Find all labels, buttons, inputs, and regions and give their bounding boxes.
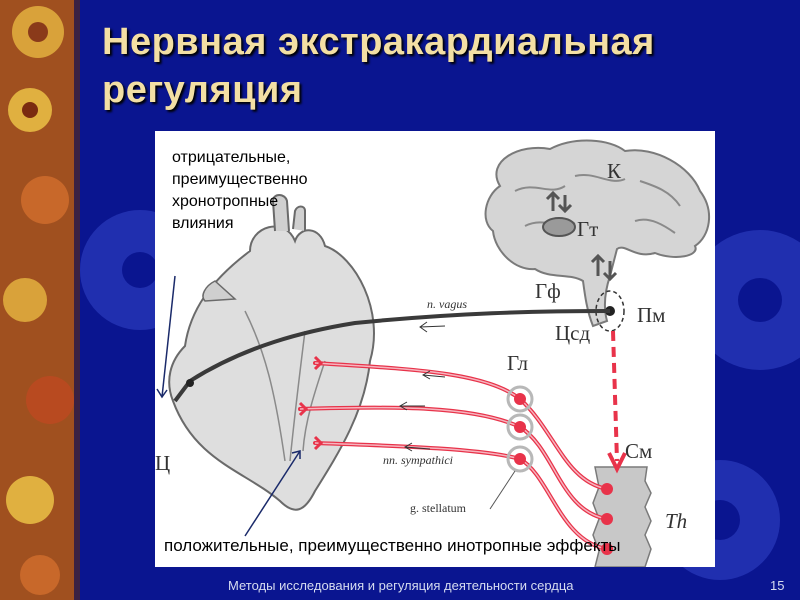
label-sympathetic: nn. sympathici bbox=[383, 453, 453, 468]
descending-pathway bbox=[613, 331, 617, 461]
page-number: 15 bbox=[770, 578, 784, 593]
label-stellate: g. stellatum bbox=[410, 501, 466, 516]
label-vagus: n. vagus bbox=[427, 297, 467, 312]
positive-effects-note: положительные, преимущественно инотропны… bbox=[164, 535, 620, 557]
note-line: отрицательные, bbox=[172, 147, 362, 169]
label-spinal-cord: См bbox=[625, 439, 652, 464]
label-cortex: К bbox=[607, 159, 621, 184]
label-cardio-center: Цсд bbox=[555, 321, 590, 346]
note-line: влияния bbox=[172, 213, 362, 235]
slide-footer: Методы исследования и регуляция деятельн… bbox=[228, 578, 574, 593]
note-line: хронотропные bbox=[172, 191, 362, 213]
negative-effects-note: отрицательные, преимущественно хронотроп… bbox=[172, 147, 362, 235]
heart-illustration bbox=[169, 195, 374, 510]
label-hypothalamus: Гт bbox=[577, 217, 598, 242]
label-medulla: Пм bbox=[637, 303, 665, 328]
note-line: преимущественно bbox=[172, 169, 362, 191]
slide-title: Нервная экстракардиальная регуляция bbox=[102, 18, 792, 114]
label-ganglion: Гл bbox=[507, 351, 528, 376]
label-pituitary: Гф bbox=[535, 279, 561, 304]
label-thoracic: Th bbox=[665, 509, 687, 534]
regulation-diagram: отрицательные, преимущественно хронотроп… bbox=[155, 131, 715, 567]
label-heart: Ц bbox=[155, 451, 170, 476]
